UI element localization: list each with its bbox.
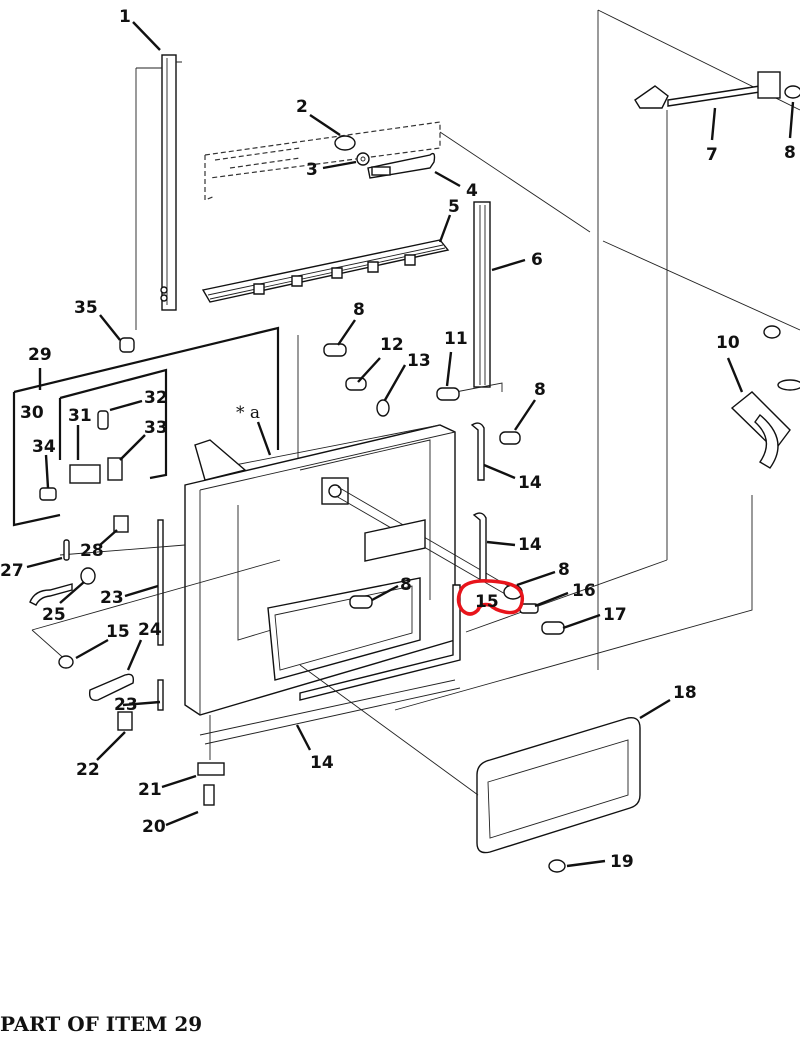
callout-c13: 13 — [407, 351, 431, 371]
handle-rod — [321, 477, 516, 599]
callout-c31: 31 — [68, 406, 92, 426]
panel-window-frames — [267, 519, 426, 681]
callout-c5: 5 — [448, 197, 460, 217]
callout-c33: 33 — [144, 418, 168, 438]
part-6-vertical-seal — [439, 201, 503, 396]
callout-c12: 12 — [380, 335, 404, 355]
callout-c17: 17 — [603, 605, 627, 625]
small-hardware-parts — [29, 337, 566, 873]
callout-c16: 16 — [572, 581, 596, 601]
callout-c15b: 15 — [475, 592, 499, 612]
leader-arrows — [26, 21, 795, 868]
callout-c35: 35 — [74, 298, 98, 318]
part-7-hinge-arm — [634, 71, 781, 109]
part-18-gasket — [299, 664, 641, 854]
callout-c3: 3 — [306, 160, 318, 180]
callout-c14a: 14 — [518, 473, 542, 493]
red-highlight-circle — [456, 579, 525, 616]
part-5-clip-rail — [201, 239, 450, 303]
part-4-latch-plate — [367, 152, 436, 179]
part-3-lock-washer — [356, 152, 370, 166]
callout-c10: 10 — [716, 333, 740, 353]
callout-c7: 7 — [706, 145, 718, 165]
callout-c21: 21 — [138, 780, 162, 800]
callout-c23b: 23 — [114, 695, 138, 715]
callout-c2: 2 — [296, 97, 308, 117]
callout-c14c: 14 — [310, 753, 334, 773]
part-8-screw-top-right — [784, 85, 800, 99]
part-2-screw — [334, 135, 356, 151]
callout-c32: 32 — [144, 388, 168, 408]
frame-lines — [297, 9, 800, 711]
callout-c8e: 8 — [558, 560, 570, 580]
callout-c28: 28 — [80, 541, 104, 561]
callout-c15a: 15 — [106, 622, 130, 642]
callout-c11: 11 — [444, 329, 468, 349]
callout-c22: 22 — [76, 760, 100, 780]
callout-c8c: 8 — [534, 380, 546, 400]
callout-c4: 4 — [466, 181, 478, 201]
left-side-hardware — [31, 519, 281, 760]
part-29-30-assembly-brackets — [12, 326, 280, 527]
callout-c6: 6 — [531, 250, 543, 270]
part-10-ratchet-mechanism — [730, 325, 800, 469]
callout-c8b: 8 — [353, 300, 365, 320]
callout-c24: 24 — [138, 620, 162, 640]
callout-c8d: 8 — [400, 575, 412, 595]
callout-c18: 18 — [673, 683, 697, 703]
callout-c1: 1 — [119, 7, 131, 27]
callout-c27: 27 — [0, 561, 24, 581]
callout-c20: 20 — [142, 817, 166, 837]
callout-c8a: 8 — [784, 143, 796, 163]
callout-c29: 29 — [28, 345, 52, 365]
callout-c19: 19 — [610, 852, 634, 872]
part-1-vertical-seal — [135, 54, 182, 330]
callout-c14b: 14 — [518, 535, 542, 555]
callout-c30: 30 — [20, 403, 44, 423]
callout-c34: 34 — [32, 437, 56, 457]
note-marker-a: * a — [236, 403, 260, 423]
callout-c23a: 23 — [100, 588, 124, 608]
figure-caption: PART OF ITEM 29 — [0, 1012, 203, 1036]
callout-c25: 25 — [42, 605, 66, 625]
part-14-handles — [199, 422, 487, 745]
dashed-mounting-bracket — [204, 121, 441, 201]
